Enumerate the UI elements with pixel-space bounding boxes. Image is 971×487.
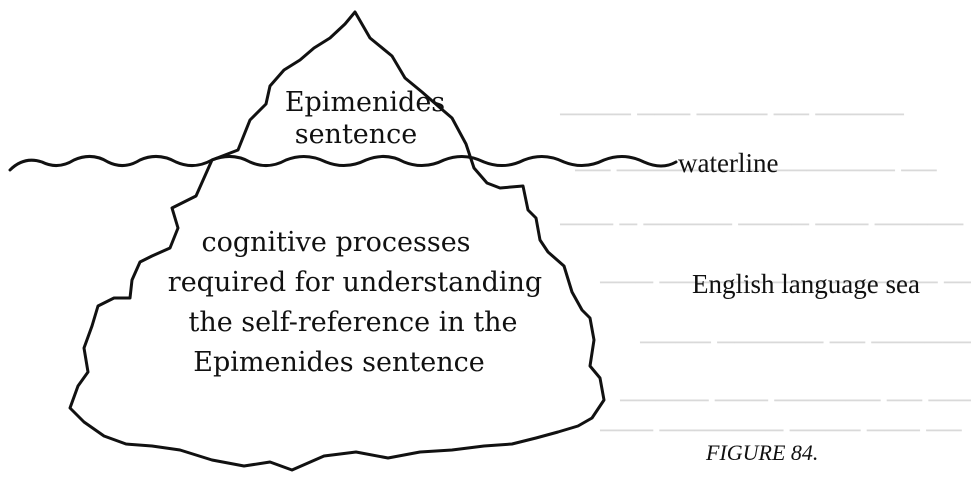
svg-text:──── ─── ──── ── ─────: ──── ─── ──── ── ───── [559, 101, 904, 128]
iceberg-body-line-4: Epimenides sentence [193, 347, 484, 378]
iceberg-body-line-3: the self-reference in the [188, 307, 517, 338]
svg-text:─── ─ ───── ──── ─── ─────: ─── ─ ───── ──── ─── ───── [559, 211, 963, 238]
svg-text:───── ─── ────── ── ────: ───── ─── ────── ── ──── [619, 387, 971, 414]
svg-text:──── ────── ── ─────── ─: ──── ────── ── ─────── ─ [639, 329, 971, 356]
svg-text:── ─────── ─ ─────── ──: ── ─────── ─ ─────── ── [574, 157, 937, 184]
svg-text:─── ─────── ──── ─── ──: ─── ─────── ──── ─── ── [599, 417, 962, 444]
iceberg-tip-line-1: Epimenides [285, 87, 445, 118]
sea-label: English language sea [692, 269, 920, 299]
iceberg-body-line-2: required for understanding [168, 267, 542, 298]
svg-text:─── ────── ─── ────── ──: ─── ────── ─── ────── ── [599, 269, 971, 296]
figure-caption: FIGURE 84. [705, 440, 818, 465]
iceberg-tip-line-2: sentence [295, 119, 418, 150]
background-bleed-through: ──── ─── ──── ── ───── ── ─────── ─ ────… [559, 101, 971, 444]
waterline-wave [8, 155, 678, 172]
waterline-label: waterline [678, 148, 778, 178]
iceberg-body-line-1: cognitive processes [201, 227, 470, 258]
iceberg-outline [68, 10, 606, 472]
